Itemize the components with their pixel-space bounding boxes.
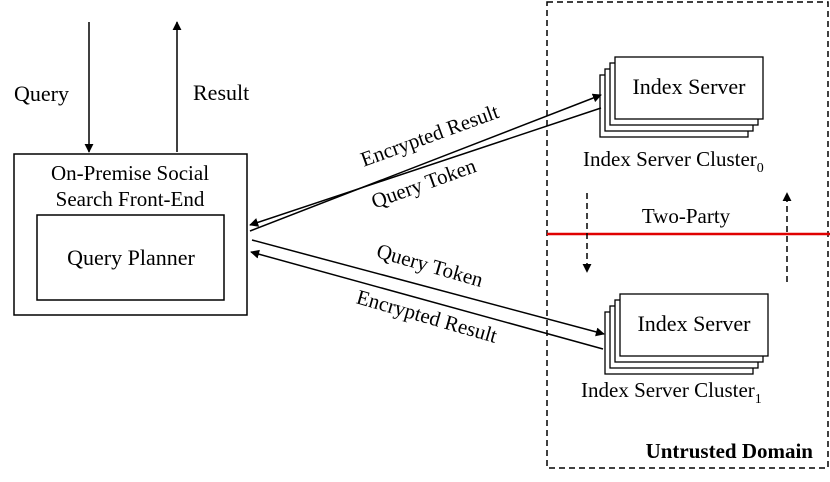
query-token-arrow-top — [249, 107, 602, 227]
query-token-arrow-bottom — [251, 239, 605, 337]
encrypted-result-label-bottom: Encrypted Result — [354, 285, 500, 348]
encrypted-result-arrow-bottom — [250, 249, 604, 350]
frontend-title-line2: Search Front-End — [56, 187, 205, 211]
cluster-bottom-label: Index Server Cluster1 — [581, 378, 762, 407]
result-label: Result — [193, 80, 249, 105]
query-planner-box — [36, 214, 225, 301]
two-party-label: Two-Party — [642, 204, 731, 228]
index-server-stack-top — [599, 56, 764, 138]
untrusted-domain-label: Untrusted Domain — [646, 439, 814, 463]
cluster-bottom-name: Index Server Cluster — [581, 378, 755, 402]
index-server-bottom-label: Index Server — [637, 311, 751, 336]
encrypted-result-arrow-top — [249, 93, 602, 232]
query-token-label-bottom: Query Token — [374, 239, 486, 292]
index-server-stack-bottom — [604, 293, 769, 375]
cluster-top-label: Index Server Cluster0 — [583, 147, 764, 176]
frontend-title-line1: On-Premise Social — [51, 161, 209, 185]
query-label: Query — [14, 81, 69, 106]
cluster-top-subscript: 0 — [757, 161, 764, 176]
cluster-bottom-subscript: 1 — [755, 392, 762, 407]
index-server-top-label: Index Server — [632, 74, 746, 99]
cluster-top-name: Index Server Cluster — [583, 147, 757, 171]
query-planner-label: Query Planner — [67, 245, 195, 270]
